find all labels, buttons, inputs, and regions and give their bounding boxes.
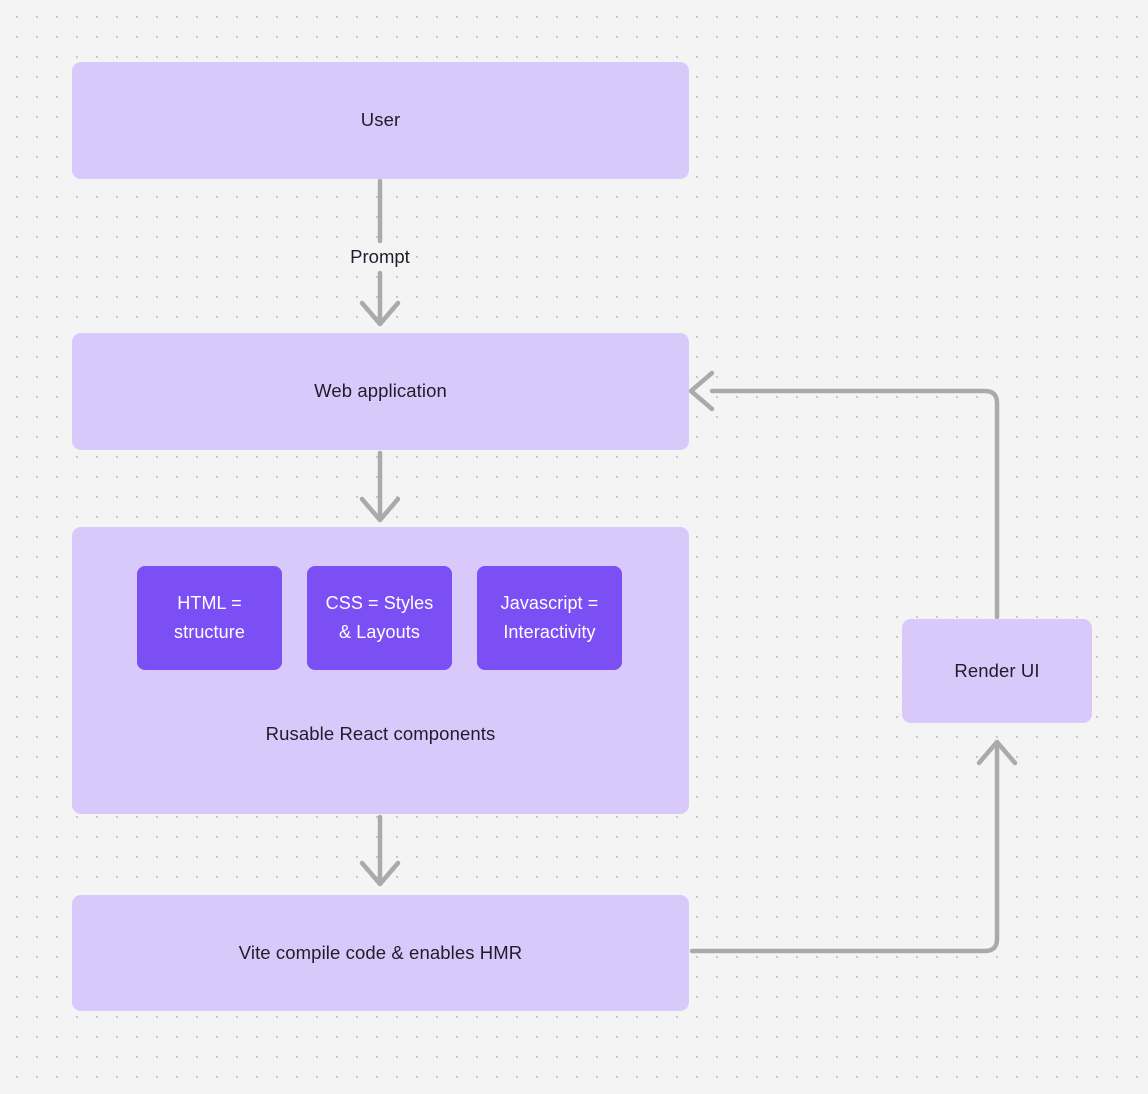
node-vite[interactable]: Vite compile code & enables HMR — [72, 895, 689, 1011]
node-html-line-2: structure — [174, 622, 245, 642]
node-render-ui[interactable]: Render UI — [902, 619, 1092, 723]
node-web-application[interactable]: Web application — [72, 333, 689, 450]
node-render-ui-label: Render UI — [954, 659, 1040, 681]
edge-label-prompt: Prompt — [345, 245, 415, 269]
edge-vite-to-render-ui — [689, 739, 1018, 954]
node-javascript-line-2: Interactivity — [503, 622, 596, 642]
node-web-application-label: Web application — [314, 380, 447, 402]
node-user-label: User — [360, 109, 401, 131]
node-javascript-line-1: Javascript = — [500, 593, 599, 614]
node-css-line-1: CSS = Styles — [325, 593, 434, 614]
node-css[interactable]: CSS = Styles & Layouts — [307, 566, 452, 670]
node-user[interactable]: User — [72, 62, 689, 179]
edge-web-application-to-components — [359, 450, 401, 523]
node-components-group[interactable]: HTML = structure CSS = Styles & Layouts … — [72, 527, 689, 814]
edge-render-ui-to-web-application — [688, 370, 1000, 620]
edge-components-to-vite — [359, 814, 401, 887]
node-components-group-label: Rusable React components — [265, 723, 496, 744]
node-css-line-2: & Layouts — [339, 622, 420, 642]
node-vite-label: Vite compile code & enables HMR — [238, 941, 523, 963]
node-html[interactable]: HTML = structure — [137, 566, 282, 670]
node-javascript[interactable]: Javascript = Interactivity — [477, 566, 622, 670]
node-html-line-1: HTML = — [177, 593, 242, 614]
